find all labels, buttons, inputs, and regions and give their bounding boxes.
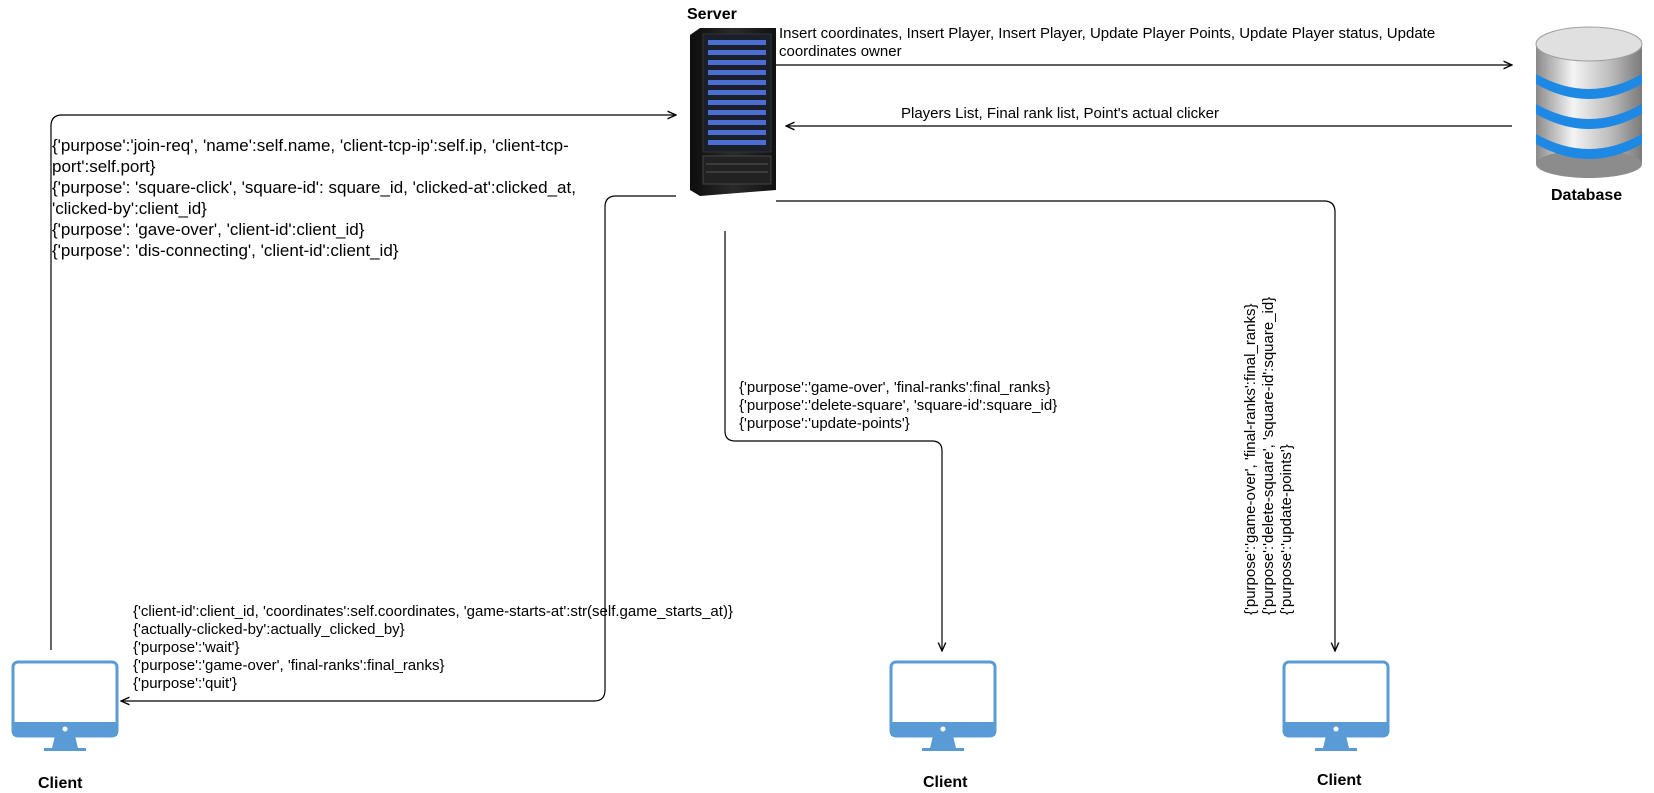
message-line: {'purpose': 'dis-connecting', 'client-id… (52, 241, 399, 260)
message-line: {'purpose':'game-over', 'final-ranks':fi… (133, 657, 445, 674)
left-client-to-server-label: {'purpose':'join-req', 'name':self.name,… (52, 135, 576, 261)
message-line: port':self.port} (52, 157, 156, 176)
server-label: Server (687, 6, 737, 23)
server-to-right-client-label: {'purpose':'game-over', 'final-ranks':fi… (1242, 275, 1306, 615)
message-line: {'purpose': 'gave-over', 'client-id':cli… (52, 220, 365, 239)
server-to-db-line-2: coordinates owner (779, 43, 902, 60)
database-cylinder-icon (1535, 26, 1643, 178)
message-line: {'purpose': 'square-click', 'square-id':… (52, 178, 576, 197)
message-line: {'purpose':'game-over', 'final-ranks':fi… (1242, 303, 1259, 615)
message-line: {'actually-clicked-by':actually_clicked_… (133, 621, 405, 638)
message-line: {'purpose':'game-over', 'final-ranks':fi… (739, 379, 1051, 396)
client-middle-label: Client (923, 774, 968, 791)
server-to-db-label: Insert coordinates, Insert Player, Inser… (779, 25, 1435, 61)
client-right-label: Client (1317, 772, 1362, 789)
message-line: {'purpose':'update-points'} (739, 415, 910, 432)
desktop-monitor-icon (1282, 660, 1390, 751)
message-line: {'client-id':client_id, 'coordinates':se… (133, 603, 733, 620)
db-to-server-label: Players List, Final rank list, Point's a… (901, 105, 1219, 122)
message-line: {'purpose':'quit'} (133, 675, 238, 692)
message-line: 'clicked-by':client_id} (52, 199, 207, 218)
message-line: {'purpose':'update-points'} (1278, 444, 1295, 615)
server-to-db-line-1: Insert coordinates, Insert Player, Inser… (779, 25, 1436, 42)
message-line: {'purpose':'join-req', 'name':self.name,… (52, 136, 569, 155)
edge-left-client-to-server (50, 115, 676, 650)
edge-server-to-left-client (121, 195, 676, 701)
client-left-label: Client (38, 775, 83, 792)
database-label: Database (1551, 187, 1623, 204)
desktop-monitor-icon (889, 660, 997, 751)
message-line: {'purpose':'wait'} (133, 639, 240, 656)
server-to-left-client-label: {'client-id':client_id, 'coordinates':se… (133, 603, 733, 693)
server-to-middle-client-label: {'purpose':'game-over', 'final-ranks':fi… (739, 379, 1057, 433)
message-line: {'purpose':'delete-square', 'square-id':… (739, 397, 1058, 414)
server-rack-icon (690, 28, 776, 196)
message-line: {'purpose':'delete-square', 'square-id':… (1260, 296, 1277, 615)
edge-server-to-right-client (776, 200, 1335, 651)
desktop-monitor-icon (11, 660, 119, 751)
edge-server-to-middle-client (724, 231, 942, 651)
